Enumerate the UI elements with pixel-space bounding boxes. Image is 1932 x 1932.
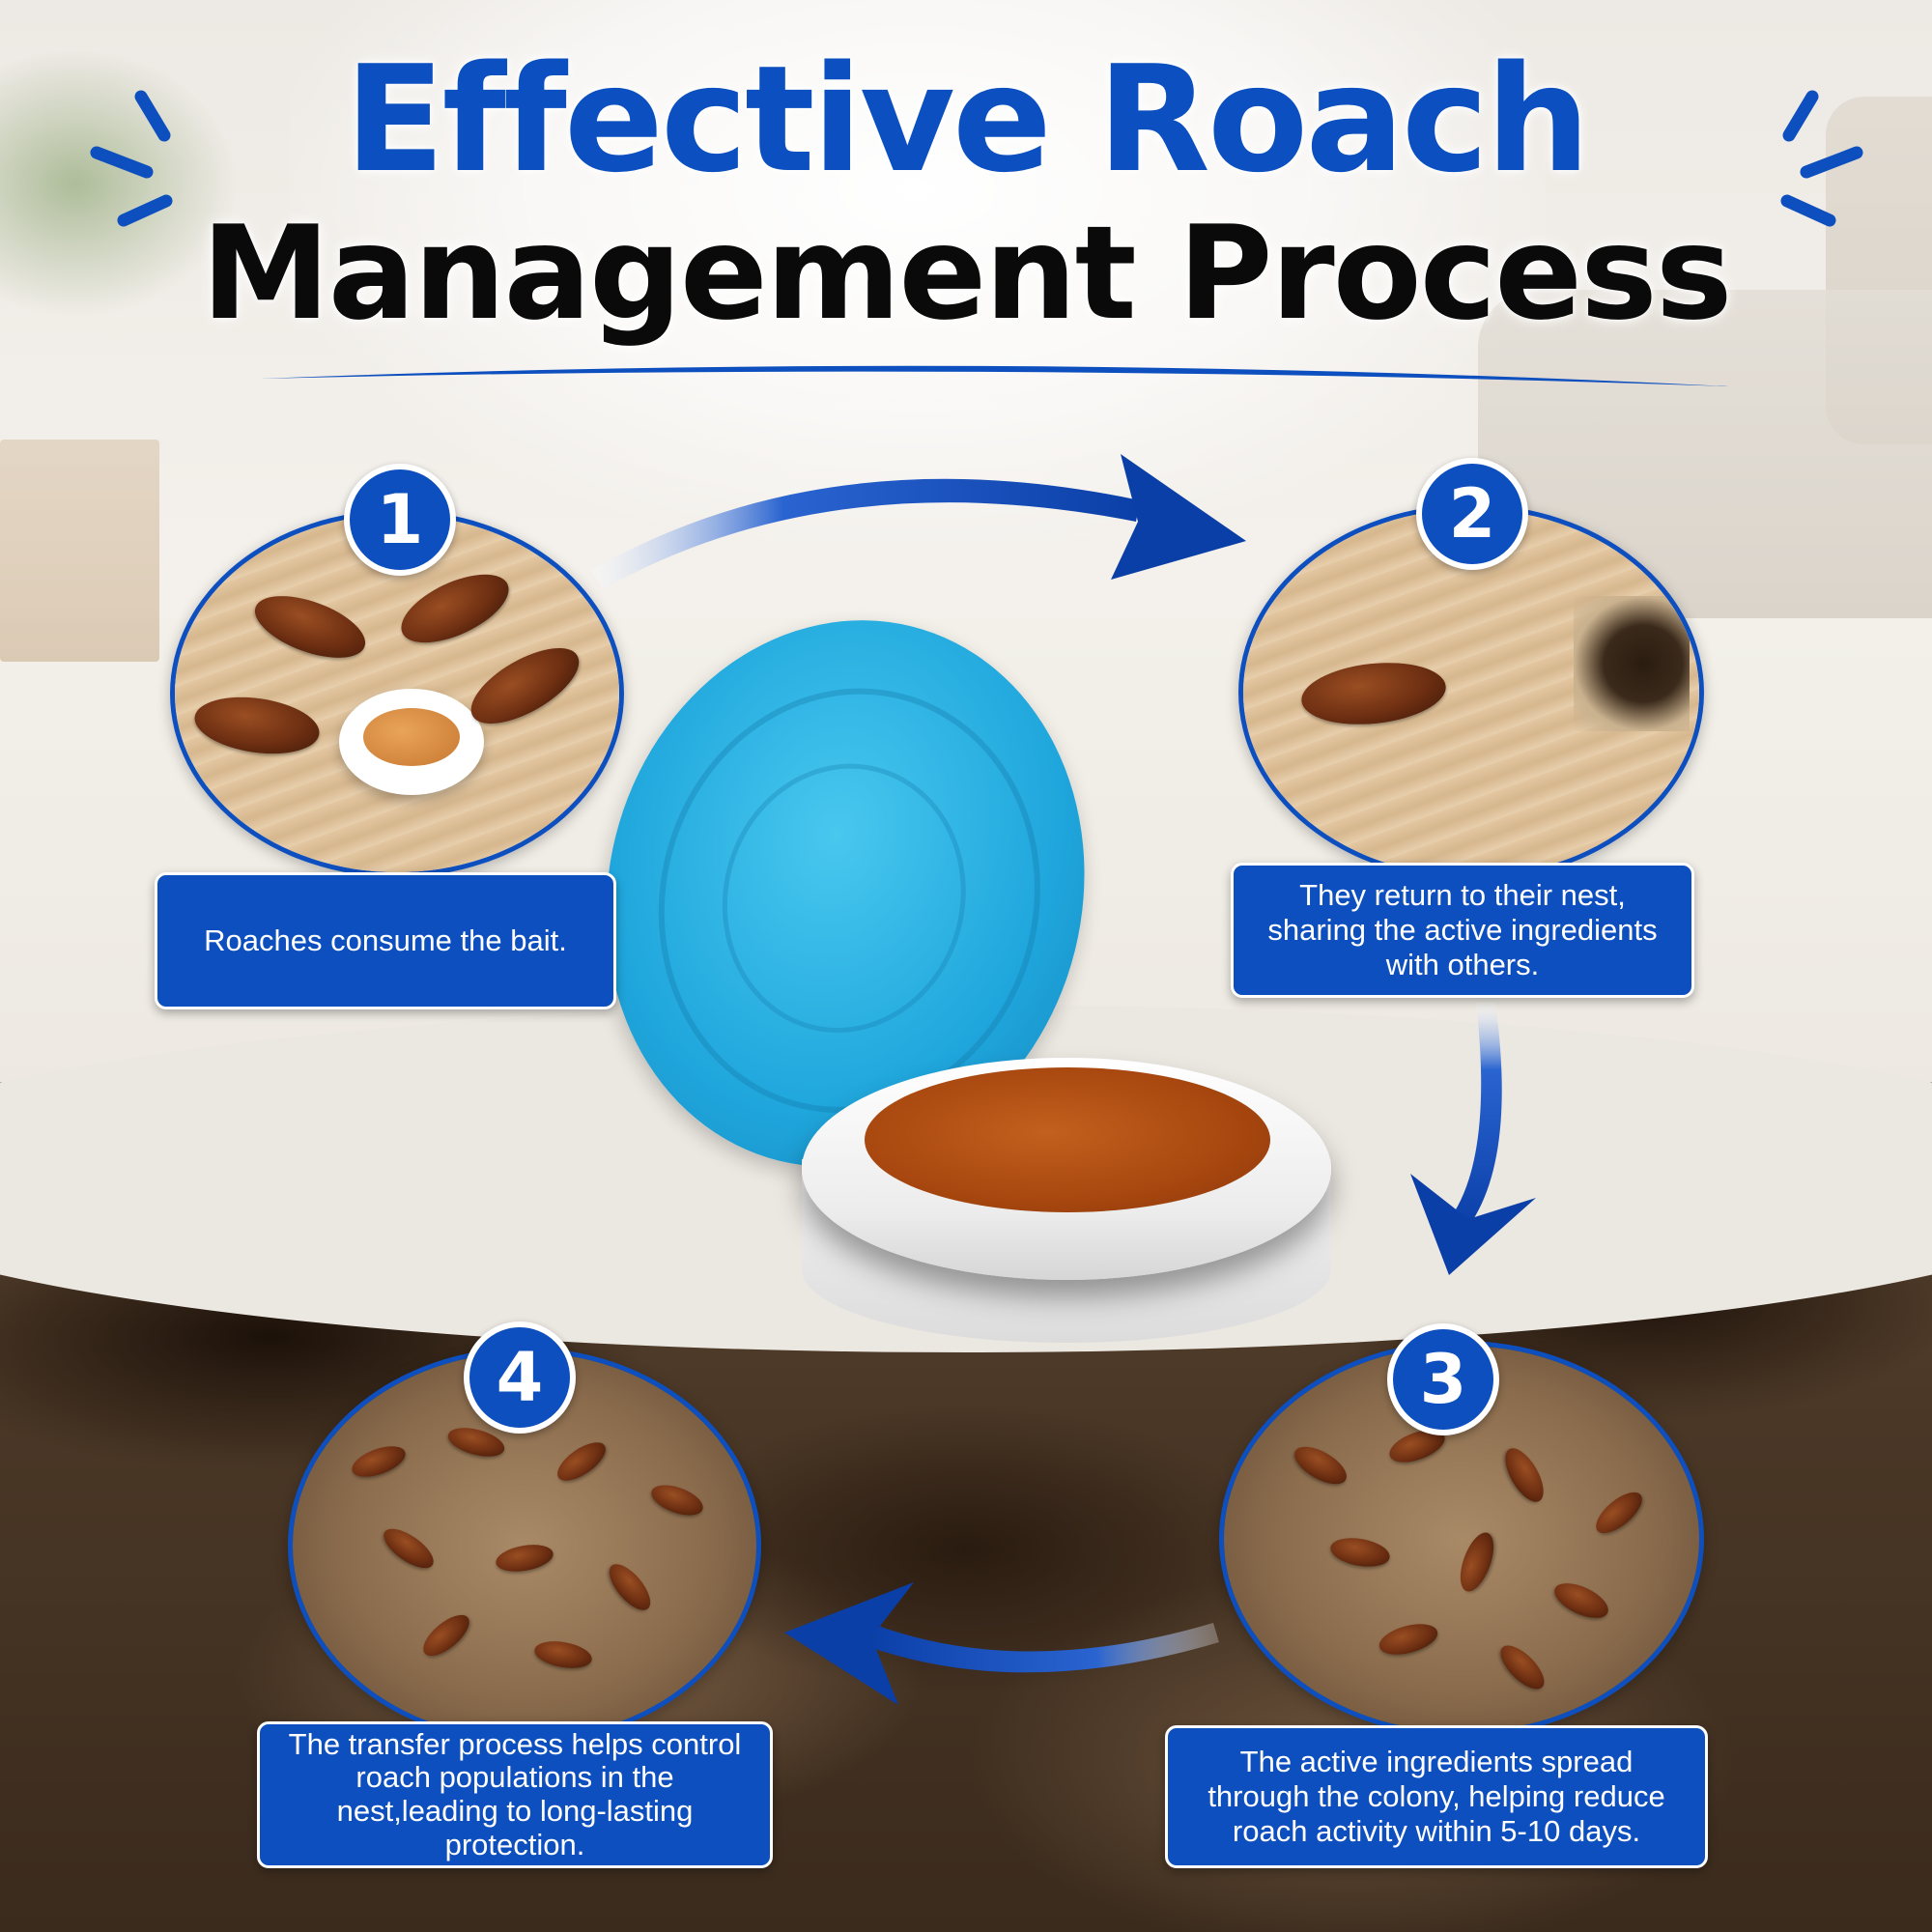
title-line-2: Management Process	[201, 198, 1732, 349]
title-divider	[261, 365, 1729, 386]
roach	[551, 1435, 612, 1489]
step-3-badge: 3	[1387, 1323, 1499, 1435]
burst-lines-icon	[1780, 90, 1863, 227]
roach	[532, 1636, 594, 1673]
wood-floor-scene	[175, 515, 619, 872]
roach	[1453, 1528, 1501, 1596]
curved-arrow-icon	[784, 1582, 1219, 1705]
roach	[1548, 1576, 1614, 1626]
background-plant	[0, 39, 251, 328]
roach	[1589, 1485, 1649, 1541]
roach	[190, 690, 324, 761]
roach	[377, 1521, 440, 1576]
step-2-image	[1238, 504, 1704, 881]
roach	[416, 1607, 476, 1663]
burst-lines-icon	[90, 90, 173, 227]
step-3-caption: The active ingredients spread through th…	[1165, 1725, 1708, 1868]
step-1-image	[170, 510, 624, 877]
step-4-caption: The transfer process helps control roach…	[257, 1721, 773, 1868]
roach	[391, 560, 519, 657]
step-1-caption: Roaches consume the bait.	[155, 872, 616, 1009]
step-2-badge: 2	[1416, 458, 1528, 570]
step-3-caption-text: The active ingredients spread through th…	[1208, 1745, 1665, 1848]
roach	[1328, 1533, 1392, 1572]
roach	[1289, 1438, 1352, 1492]
step-4-caption-text: The transfer process helps control roach…	[288, 1726, 742, 1861]
roach	[494, 1540, 555, 1577]
roach	[1298, 656, 1449, 731]
roach	[602, 1557, 658, 1617]
bait-station-mini	[339, 689, 484, 795]
curved-arrow-icon	[1410, 1003, 1536, 1275]
roach	[246, 583, 374, 670]
wood-floor-scene	[1243, 509, 1699, 876]
roach	[647, 1479, 707, 1521]
step-1-caption-text: Roaches consume the bait.	[204, 923, 567, 957]
page-title: Effective Roach Management Process	[0, 34, 1932, 349]
roach	[1497, 1442, 1551, 1508]
roach	[1376, 1618, 1441, 1661]
nest-entrance	[1574, 596, 1690, 731]
step-4-badge: 4	[464, 1321, 576, 1434]
step-1-badge: 1	[344, 464, 456, 576]
bait-gel	[865, 1067, 1270, 1212]
bait-gel-mini	[363, 708, 460, 766]
window-light	[290, 0, 1546, 541]
curved-arrow-icon	[591, 454, 1246, 589]
step-2-caption-text: They return to their nest, sharing the a…	[1267, 878, 1658, 981]
roach	[1493, 1638, 1551, 1696]
step-2-caption: They return to their nest, sharing the a…	[1231, 863, 1694, 998]
roach	[348, 1439, 410, 1484]
title-line-1: Effective Roach	[344, 34, 1590, 205]
background-shelf	[0, 440, 159, 662]
